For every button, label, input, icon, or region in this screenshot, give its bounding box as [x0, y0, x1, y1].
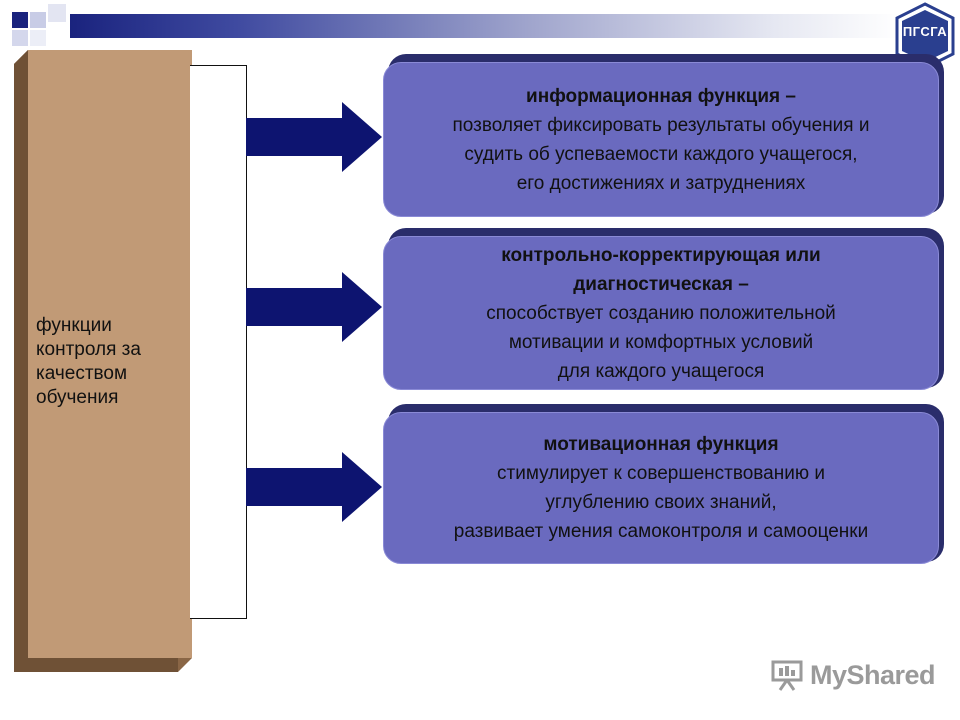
motivation-function-box: мотивационная функция стимулирует к сове… [383, 412, 939, 564]
column-label: функции контроля за качеством обучения [36, 315, 141, 408]
logo-text: ПГСГА [902, 24, 948, 39]
arrow-right-icon [246, 272, 382, 342]
box-title: информационная функция – [526, 85, 796, 107]
watermark-text: MyShared [810, 659, 936, 690]
bracket-line [190, 65, 247, 619]
box-text: углублению своих знаний, [545, 492, 777, 513]
header-square [30, 30, 46, 46]
box-text: его достижениях и затруднениях [516, 172, 806, 194]
presentation-icon [771, 660, 803, 691]
functions-column [14, 50, 192, 672]
box-title: контрольно-корректирующая или [501, 244, 821, 266]
box-text: развивает умения самоконтроля и самооцен… [453, 521, 869, 542]
arrow-right-icon [246, 452, 382, 522]
box-text: для каждого учащегося [557, 360, 765, 382]
header-square [12, 12, 28, 28]
box-title: мотивационная функция [543, 434, 779, 455]
box-text: позволяет фиксировать результаты обучени… [452, 114, 870, 136]
arrow-right-icon [246, 102, 382, 172]
control-function-box: контрольно-корректирующая или диагностич… [383, 236, 939, 390]
header-band [70, 14, 900, 38]
box-text: способствует созданию положительной [486, 302, 836, 324]
box-text: судить об успеваемости каждого учащегося… [464, 143, 858, 165]
box-text: стимулирует к совершенствованию и [497, 463, 825, 484]
header-square [48, 4, 66, 22]
box-title: диагностическая – [573, 273, 749, 295]
info-function-box: информационная функция – позволяет фикси… [383, 62, 939, 217]
header-square [12, 30, 28, 46]
header-square [30, 12, 46, 28]
box-text: мотивации и комфортных условий [508, 331, 814, 353]
myshared-watermark: MyShared [770, 657, 936, 693]
